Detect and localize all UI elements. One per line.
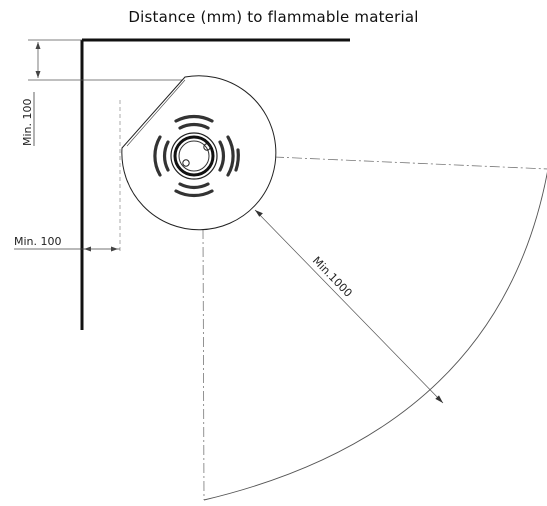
stove-body <box>121 75 277 231</box>
flue-ring-inner <box>178 140 210 172</box>
stove-facet-line <box>126 79 186 147</box>
sector-arc <box>203 171 547 501</box>
side-clearance-label: Min. 100 <box>14 235 62 248</box>
radius-line <box>254 209 444 404</box>
flue-outer-ring <box>170 132 218 180</box>
top-clearance-dimension: Min. 100 <box>21 39 200 146</box>
vent-slot <box>163 140 170 172</box>
stove-top-view <box>121 75 277 231</box>
vent-slot <box>234 148 240 172</box>
vent-slots <box>153 114 240 198</box>
vent-slot <box>153 135 162 177</box>
vent-slot <box>178 123 210 130</box>
front-clearance-zone <box>202 156 547 501</box>
arrow-right <box>111 246 118 252</box>
arrow-down <box>35 71 41 78</box>
diagram-title: Distance (mm) to flammable material <box>128 8 419 26</box>
sector-edge-right <box>273 156 547 170</box>
sector-edge-bottom <box>202 228 205 501</box>
front-radius-dimension: Min.1000 <box>254 209 444 404</box>
vent-slot <box>178 182 210 189</box>
arrow-end <box>435 395 443 403</box>
corner-walls <box>80 38 350 330</box>
arrow-left <box>84 246 91 252</box>
arrow-start <box>255 210 263 217</box>
top-clearance-label: Min. 100 <box>21 98 34 146</box>
flue-ring <box>173 135 215 177</box>
vent-slot <box>218 140 225 172</box>
vent-slot <box>226 135 235 177</box>
side-clearance-dimension: Min. 100 <box>14 100 121 252</box>
front-radius-label: Min.1000 <box>310 254 355 300</box>
vent-slot <box>174 114 214 123</box>
flue-bolt-2 <box>203 143 211 151</box>
vent-slot <box>174 189 214 198</box>
flue-bolt-1 <box>182 159 190 167</box>
arrow-up <box>35 42 41 49</box>
